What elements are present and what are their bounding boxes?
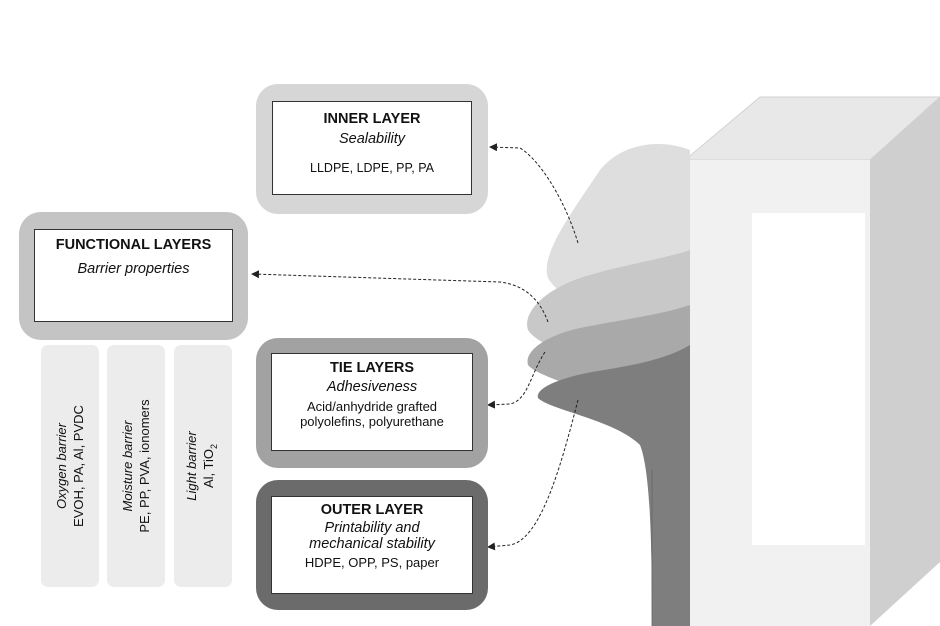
light-barrier-title: Light barrier xyxy=(184,431,200,501)
inner-layer-box: INNER LAYER Sealability LLDPE, LDPE, PP,… xyxy=(272,101,472,195)
tie-layers-title: TIE LAYERS xyxy=(329,360,415,376)
functional-layers-frame: FUNCTIONAL LAYERS Barrier properties xyxy=(19,212,248,340)
oxygen-barrier-column: Oxygen barrier EVOH, PA, Al, PVDC xyxy=(41,345,99,587)
outer-layer-arrow xyxy=(487,399,579,551)
outer-layer-title: OUTER LAYER xyxy=(320,502,424,518)
carton-box xyxy=(683,96,940,626)
moisture-barrier-title: Moisture barrier xyxy=(120,420,135,512)
inner-layer-frame: INNER LAYER Sealability LLDPE, LDPE, PP,… xyxy=(256,84,488,214)
outer-layer-box: OUTER LAYER Printability and mechanical … xyxy=(271,496,473,594)
tie-layers-frame: TIE LAYERS Adhesiveness Acid/anhydride g… xyxy=(256,338,488,468)
tie-layers-property: Adhesiveness xyxy=(326,379,418,395)
light-barrier-materials: Al, TiO2 xyxy=(201,443,219,489)
moisture-barrier-materials: PE, PP, PVA, ionomers xyxy=(137,399,152,533)
inner-layer-title: INNER LAYER xyxy=(323,111,421,127)
tie-layers-materials-line1: Acid/anhydride grafted xyxy=(306,399,438,414)
oxygen-barrier-materials: EVOH, PA, Al, PVDC xyxy=(71,405,86,527)
carton-side-face xyxy=(870,97,940,626)
outer-layer-frame: OUTER LAYER Printability and mechanical … xyxy=(256,480,488,610)
oxygen-barrier-title: Oxygen barrier xyxy=(54,423,69,509)
tie-layers-box: TIE LAYERS Adhesiveness Acid/anhydride g… xyxy=(271,353,473,451)
inner-layer-property: Sealability xyxy=(338,131,406,147)
tie-layer-arrow xyxy=(487,351,546,409)
functional-layers-box: FUNCTIONAL LAYERS Barrier properties xyxy=(34,229,233,322)
tie-layers-materials-line2: polyolefins, polyurethane xyxy=(300,414,444,429)
carton-window xyxy=(752,213,865,545)
functional-layers-title: FUNCTIONAL LAYERS xyxy=(55,237,212,253)
inner-layer-materials: LLDPE, LDPE, PP, PA xyxy=(310,161,434,175)
outer-layer-property-line1: Printability and xyxy=(324,520,420,536)
outer-layer-property-line2: mechanical stability xyxy=(309,536,435,552)
outer-layer-peel xyxy=(537,345,690,626)
moisture-barrier-column: Moisture barrier PE, PP, PVA, ionomers xyxy=(107,345,165,587)
inner-layer-arrow xyxy=(489,143,579,244)
light-barrier-column: Light barrier Al, TiO2 xyxy=(174,345,232,587)
outer-layer-materials: HDPE, OPP, PS, paper xyxy=(304,555,440,570)
functional-layer-arrow xyxy=(251,270,549,323)
functional-layers-property: Barrier properties xyxy=(77,261,190,277)
light-barrier-subscript: 2 xyxy=(208,443,219,449)
